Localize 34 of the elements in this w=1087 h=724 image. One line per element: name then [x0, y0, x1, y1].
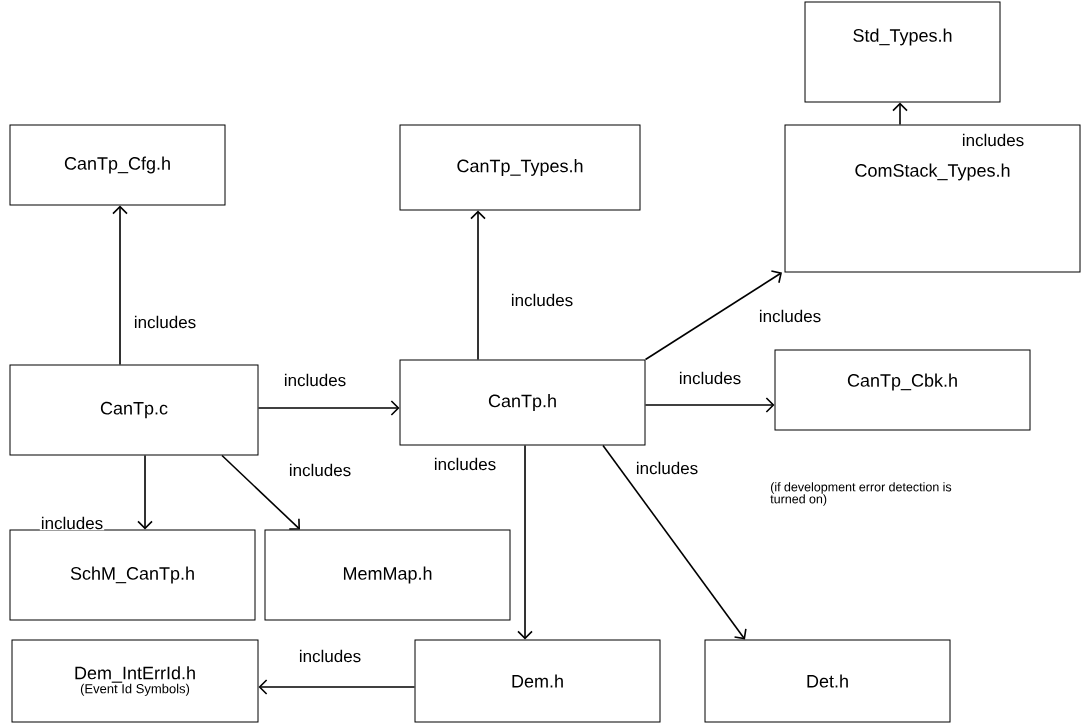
file-box: CanTp_Cfg.h — [9, 124, 226, 206]
arrow — [892, 102, 908, 126]
file-box: CanTp_Cbk.h — [774, 349, 1031, 431]
arrow — [470, 210, 486, 361]
edge-label: includes — [634, 460, 700, 476]
file-box: Std_Types.h — [804, 1, 1001, 103]
arrow — [517, 444, 533, 640]
edge-label: includes — [39, 515, 105, 531]
file-box: SchM_CanTp.h — [9, 529, 256, 621]
file-box: Dem.h — [414, 639, 661, 723]
edge-label: includes — [757, 308, 823, 324]
arrow — [221, 454, 300, 530]
file-box: CanTp.c — [9, 364, 259, 456]
edge-label: includes — [297, 648, 363, 664]
arrow — [112, 205, 128, 366]
edge-label: includes — [509, 292, 575, 308]
file-box: Det.h — [704, 639, 951, 723]
edge-label: includes — [960, 132, 1026, 148]
edge-label: includes — [282, 372, 348, 388]
arrow — [644, 397, 775, 413]
file-box: Dem_IntErrId.h (Event Id Symbols) — [11, 639, 259, 723]
arrow — [644, 270, 782, 361]
file-box: CanTp.h — [399, 359, 646, 446]
note: (if development error detection is turned on) — [770, 482, 952, 506]
arrow — [137, 454, 153, 530]
file-box: MemMap.h — [264, 529, 511, 621]
edge-label: includes — [677, 370, 743, 386]
edge-label: includes — [132, 314, 198, 330]
arrow — [258, 679, 416, 695]
edge-label: includes — [432, 456, 498, 472]
edge-label: includes — [287, 462, 353, 478]
file-box: CanTp_Types.h — [399, 124, 641, 211]
arrow — [602, 444, 747, 640]
arrow — [257, 400, 400, 416]
